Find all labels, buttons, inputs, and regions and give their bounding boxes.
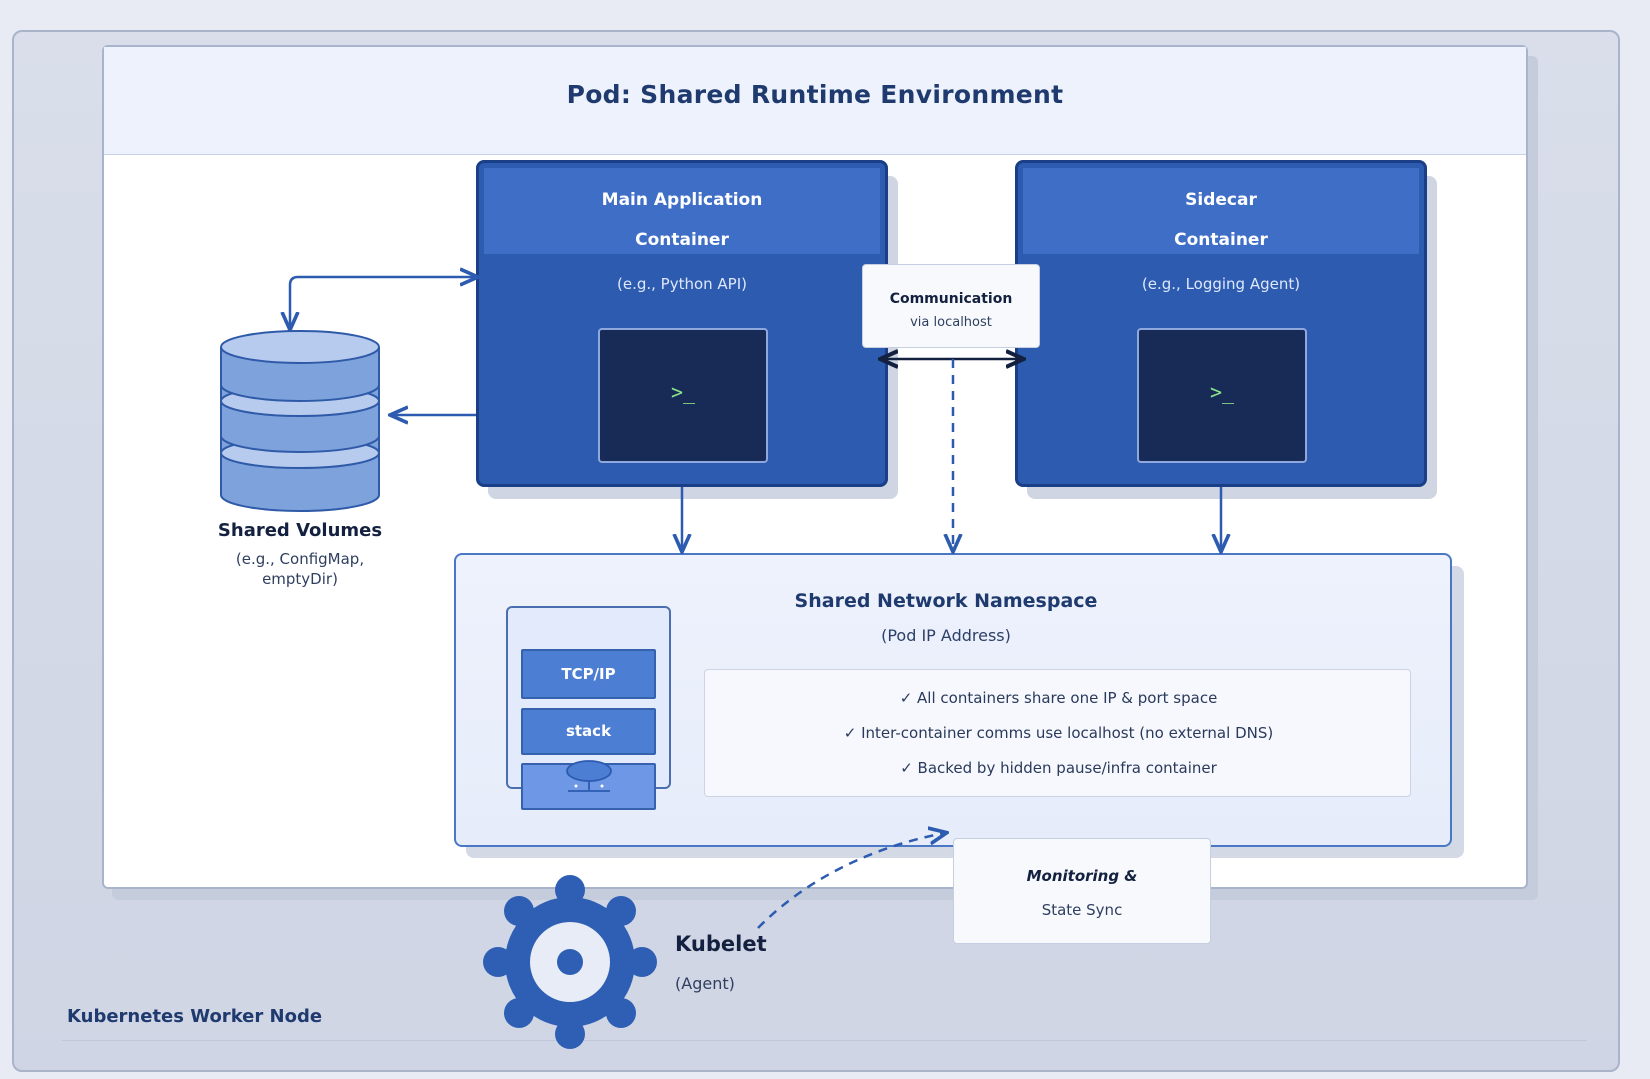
main-container-header — [484, 168, 880, 254]
communication-box: Communication via localhost — [862, 264, 1040, 348]
volumes-title: Shared Volumes — [217, 520, 383, 541]
fact-item: ✓ Inter-container comms use localhost (n… — [843, 724, 1274, 742]
worker-node-label: Kubernetes Worker Node — [67, 1006, 323, 1027]
sidecar-container-subtitle: (e.g., Logging Agent) — [1141, 275, 1301, 293]
sidecar-terminal[interactable]: >_ — [1137, 328, 1307, 463]
worker-node-divider — [62, 1040, 1587, 1041]
monitoring-title: Monitoring & — [1026, 867, 1138, 885]
volumes-subtitle: (e.g., ConfigMap, — [235, 550, 365, 568]
gear-icon — [483, 875, 657, 1049]
stack-block-tcpip: TCP/IP — [521, 649, 656, 699]
kubelet-subtitle: (Agent) — [675, 974, 735, 993]
pod-title: Pod: Shared Runtime Environment — [566, 80, 1064, 109]
communication-subtitle: via localhost — [910, 315, 992, 330]
terminal-icon: >_ — [1209, 380, 1235, 404]
terminal-icon: >_ — [670, 380, 696, 404]
volumes-subtitle-2: emptyDir) — [262, 570, 338, 588]
communication-title: Communication — [889, 291, 1013, 307]
main-container-title: Main Application — [601, 190, 763, 210]
fact-item: ✓ All containers share one IP & port spa… — [899, 689, 1218, 707]
monitoring-box: Monitoring & State Sync — [953, 838, 1211, 944]
main-terminal[interactable]: >_ — [598, 328, 768, 463]
network-subtitle: (Pod IP Address) — [881, 626, 1011, 645]
volumes-label: Shared Volumes (e.g., ConfigMap, emptyDi… — [180, 520, 420, 589]
main-container-title-2: Container — [635, 230, 729, 250]
monitoring-subtitle: State Sync — [1041, 901, 1123, 919]
network-device-glyph — [566, 760, 612, 792]
kubelet-monitor-arrow — [757, 833, 945, 929]
kubelet-title: Kubelet — [675, 932, 767, 956]
volume-write-arrow — [290, 277, 476, 328]
database-stack-icon — [220, 330, 380, 512]
network-title: Shared Network Namespace — [794, 590, 1098, 612]
pod-header — [104, 47, 1526, 155]
fact-item: ✓ Backed by hidden pause/infra container — [900, 759, 1217, 777]
network-facts-box: ✓ All containers share one IP & port spa… — [704, 669, 1411, 797]
main-container-subtitle: (e.g., Python API) — [616, 275, 748, 293]
sidecar-container[interactable]: Sidecar Container (e.g., Logging Agent) … — [1015, 160, 1427, 487]
sidecar-container-title-2: Container — [1174, 230, 1268, 250]
stack-block-stack: stack — [521, 708, 656, 755]
sidecar-container-title: Sidecar — [1185, 190, 1257, 210]
sidecar-container-header — [1023, 168, 1419, 254]
